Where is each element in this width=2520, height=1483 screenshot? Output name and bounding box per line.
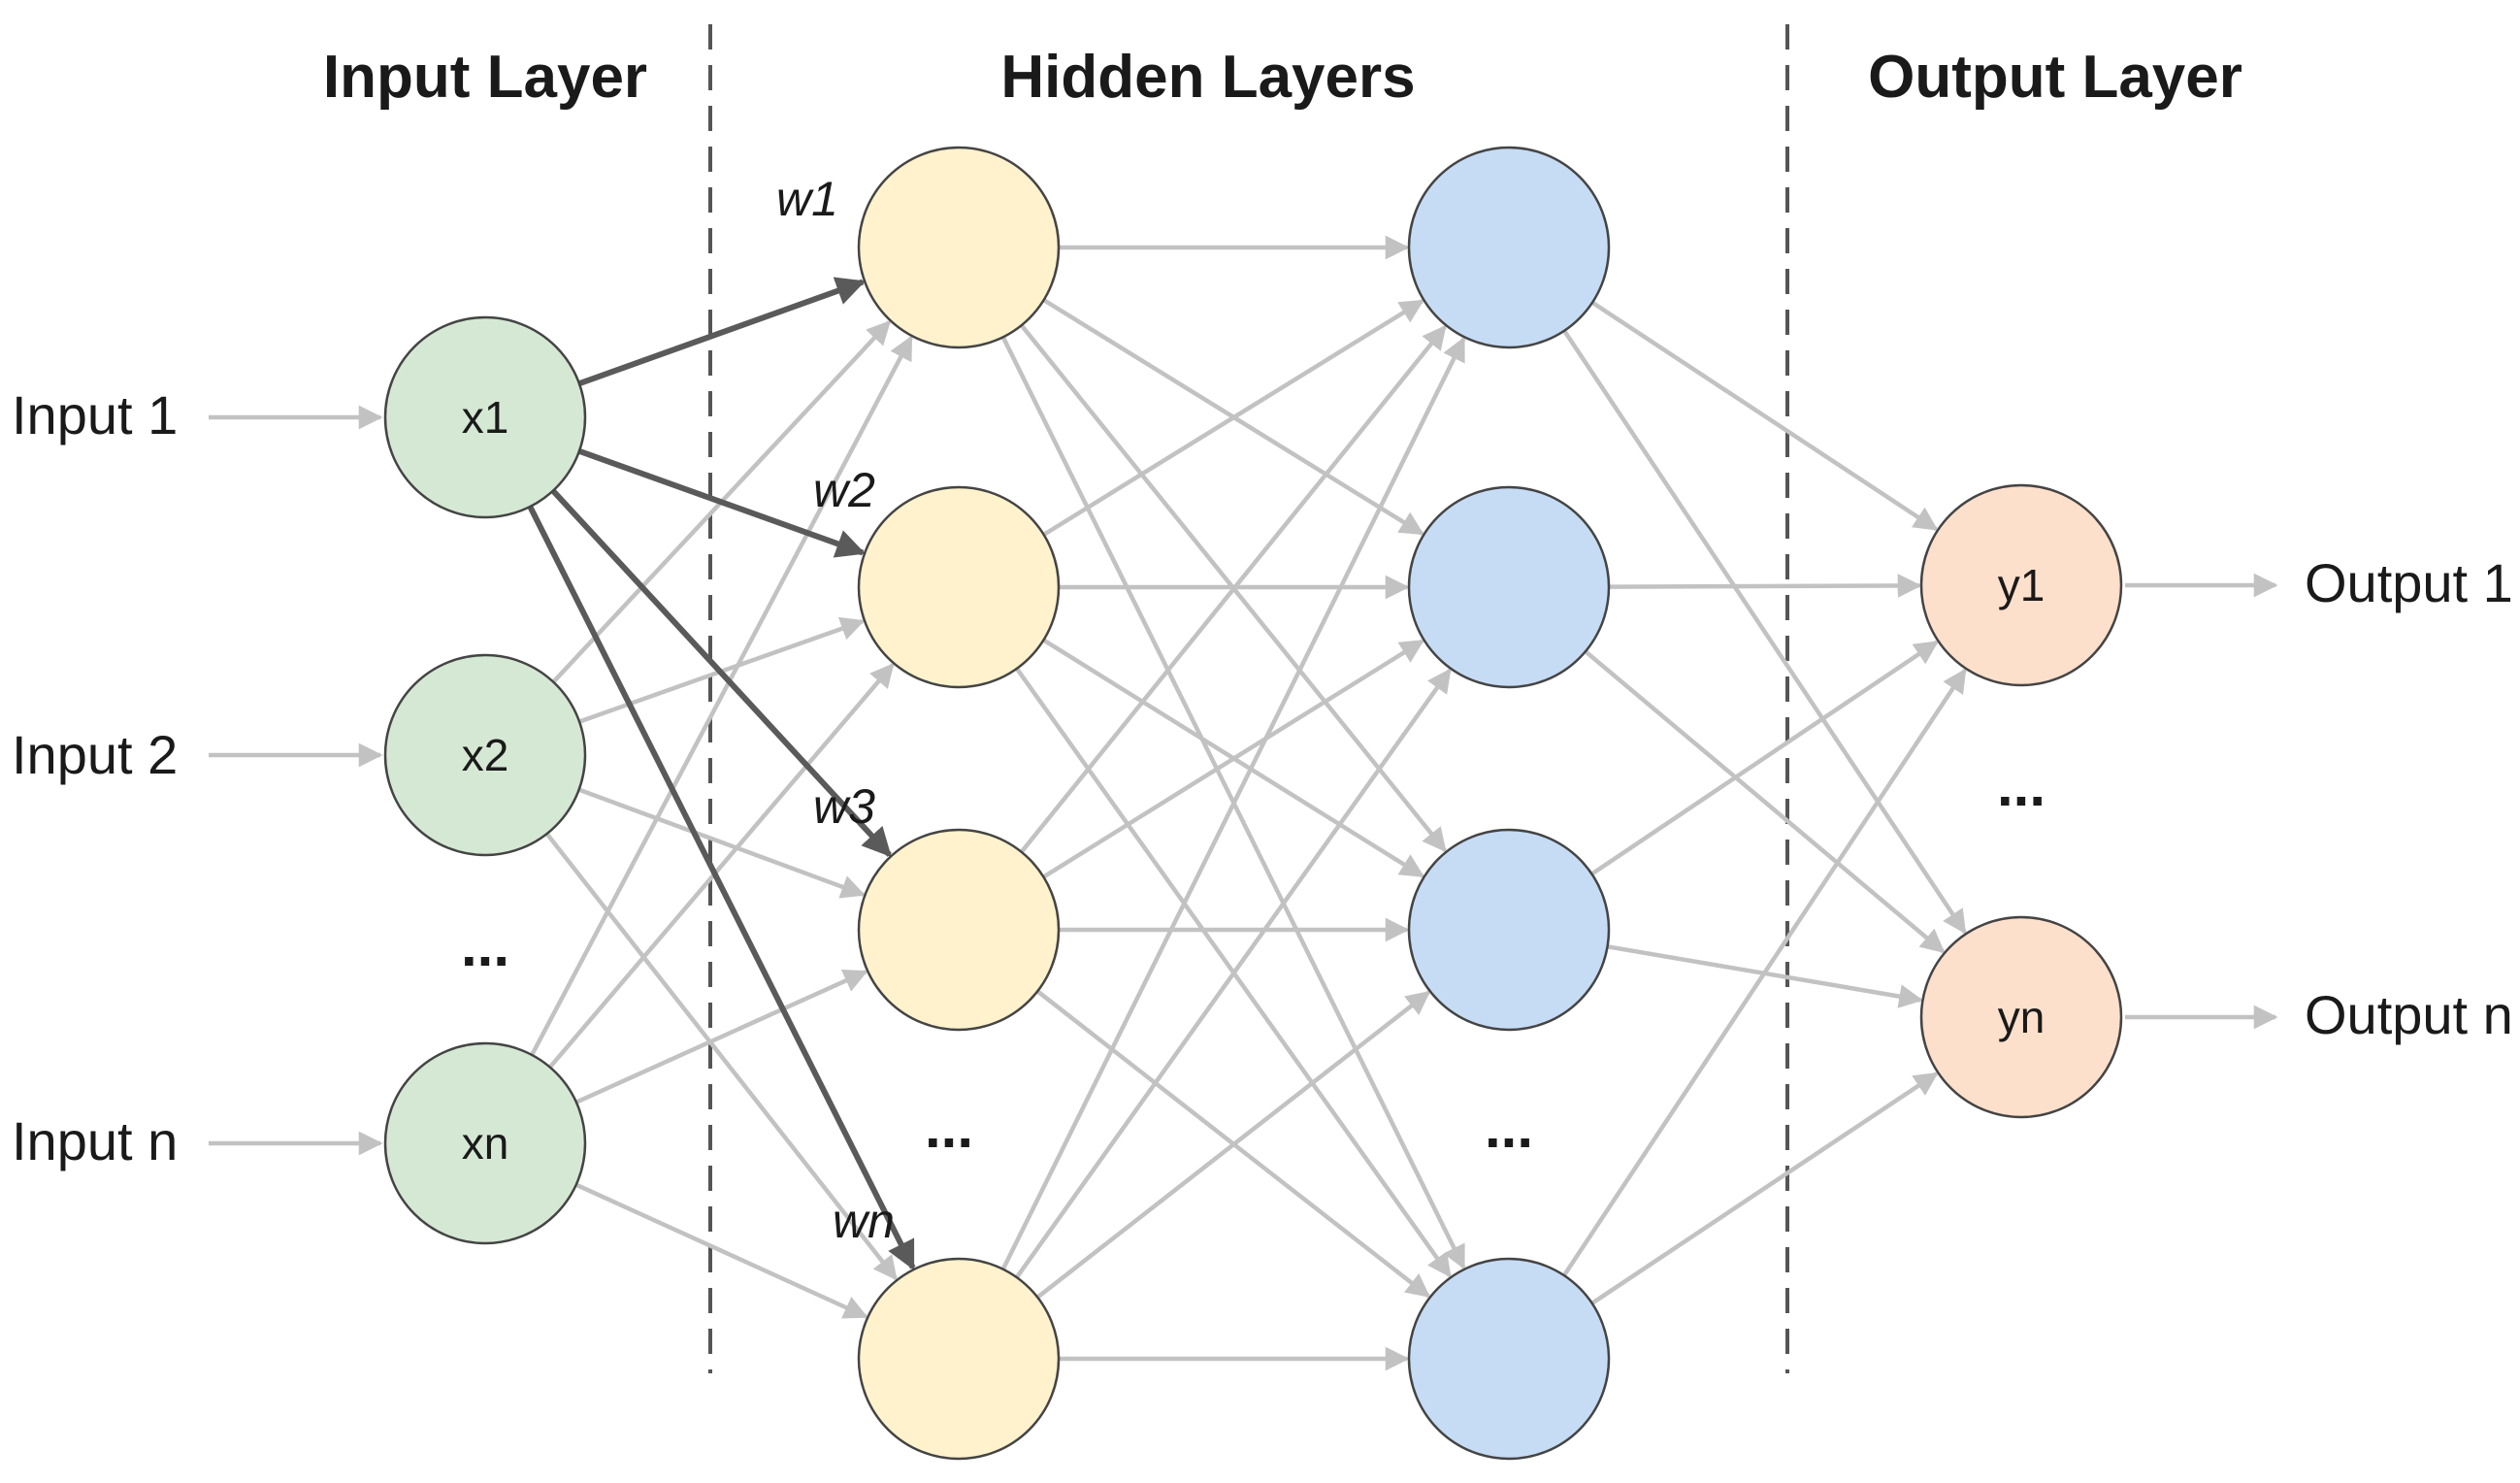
connection-edge (1035, 990, 1431, 1300)
connection-edges (209, 235, 2278, 1371)
weighted-edge (577, 277, 866, 387)
hidden1-node-1 (857, 146, 1061, 349)
connection-edge (577, 787, 866, 899)
connection-edge (1590, 300, 1939, 532)
output-node-circle (1919, 915, 2123, 1119)
output-node-label: yn (1998, 992, 2045, 1042)
connection-edge (1562, 668, 1967, 1277)
connection-edge (1019, 324, 1447, 854)
output-layer-title: Output Layer (1868, 44, 2242, 111)
hidden2-node-1 (1407, 146, 1611, 349)
input-node-label: xn (462, 1118, 509, 1169)
connection-edge (1000, 336, 1466, 1270)
output-node-circle (1919, 483, 2123, 687)
weight-label-w3: w3 (813, 779, 875, 834)
output-1-label: Output 1 (2305, 552, 2513, 613)
connection-edge (1562, 329, 1967, 935)
output-n-label: Output n (2305, 984, 2513, 1045)
connection-edge (1590, 640, 1939, 876)
connection-edge (1042, 639, 1424, 879)
weighted-edge (577, 447, 866, 558)
weighted-edge (527, 505, 916, 1270)
hidden2-node-n (1407, 1257, 1611, 1461)
connection-edge (1584, 649, 1946, 954)
input-node-x1: x1 (383, 315, 587, 519)
input-node-label: x2 (462, 730, 509, 780)
output-node-y1: y1 (1919, 483, 2123, 687)
input-node-xn: xn (383, 1041, 587, 1245)
output-node-yn: yn (1919, 915, 2123, 1119)
weight-label-w2: w2 (813, 463, 875, 517)
weight-label-w1: w1 (776, 172, 838, 226)
connection-edge (548, 663, 895, 1070)
connection-edge (544, 832, 898, 1281)
output-node-label: y1 (1998, 560, 2045, 610)
input-node-circle (383, 653, 587, 857)
connection-edge (1590, 1071, 1939, 1305)
hidden1-node-3 (857, 828, 1061, 1032)
connection-edge (1608, 574, 1922, 598)
hidden2-ellipsis: ... (1485, 1095, 1533, 1160)
connection-edge (574, 970, 868, 1104)
connection-edge (1042, 299, 1424, 537)
hidden2-node-3 (1407, 828, 1611, 1032)
hidden1-ellipsis: ... (925, 1095, 973, 1160)
hidden-layers-title: Hidden Layers (1000, 44, 1415, 111)
connection-edge (574, 1182, 868, 1319)
input-ellipsis: ... (461, 913, 509, 978)
input-2-label: Input 2 (12, 724, 178, 785)
hidden1-node-n (857, 1257, 1061, 1461)
input-node-x2: x2 (383, 653, 587, 857)
weight-label-wn: wn (833, 1194, 895, 1248)
input-node-circle (383, 1041, 587, 1245)
weighted-edge (550, 488, 892, 858)
hidden1-node-2 (857, 485, 1061, 689)
output-ellipsis: ... (1997, 753, 2045, 818)
connection-edge (1014, 668, 1452, 1279)
input-n-label: Input n (12, 1110, 178, 1171)
hidden2-node-2 (1407, 485, 1611, 689)
weighted-edges-x1 (527, 277, 916, 1270)
input-node-label: x1 (462, 392, 509, 443)
input-1-label: Input 1 (12, 384, 178, 445)
input-node-circle (383, 315, 587, 519)
connection-edge (530, 335, 913, 1056)
input-layer-title: Input Layer (323, 44, 647, 111)
